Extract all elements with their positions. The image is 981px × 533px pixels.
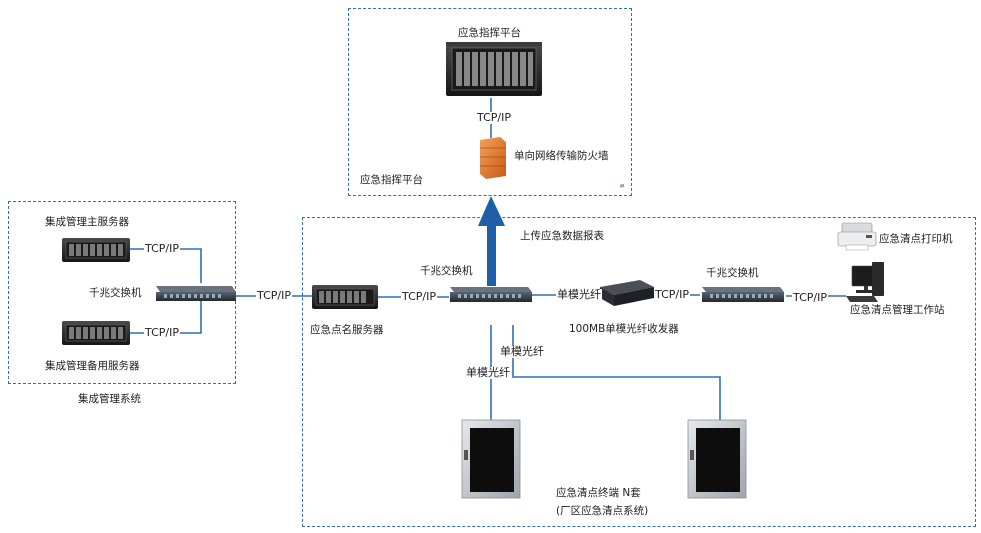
main-server-tcpip-label: TCP/IP [144, 242, 180, 255]
command-platform-box-label: 应急指挥平台 [360, 174, 423, 186]
rollcall-server-icon [312, 285, 378, 309]
transceiver-label: 100MB单模光纤收发器 [569, 323, 679, 335]
fiber-transceiver-icon [600, 183, 654, 306]
command-platform-server-icon [446, 42, 542, 96]
printer-label: 应急清点打印机 [879, 233, 953, 245]
backup-server-label: 集成管理备用服务器 [45, 360, 140, 372]
upload-arrow [478, 196, 505, 286]
upload-report-label: 上传应急数据报表 [520, 230, 604, 242]
integrated-switch-label: 千兆交换机 [89, 287, 142, 299]
command-platform-group [348, 8, 632, 196]
backup-server-tcpip-label: TCP/IP [144, 326, 180, 339]
terminal-1-icon [461, 419, 521, 499]
firewall-icon [480, 137, 506, 179]
integrated-switch-icon [156, 286, 236, 301]
platform-tcpip-label: TCP/IP [476, 111, 512, 124]
printer-icon [837, 222, 877, 251]
fiber-label-horizontal: 单模光纤 [556, 288, 602, 301]
plant-switch-right-label: 千兆交换机 [706, 267, 759, 279]
main-server-label: 集成管理主服务器 [45, 216, 129, 228]
transceiver-tcpip-label: TCP/IP [654, 288, 690, 301]
plant-system-group [302, 217, 976, 527]
terminals-label-line2: (厂区应急清点系统) [556, 505, 649, 517]
rollcall-server-label: 应急点名服务器 [310, 324, 384, 336]
plant-switch-left-icon [450, 287, 532, 302]
fiber-label-down-2: 单模光纤 [465, 366, 511, 379]
rollcall-tcpip-label: TCP/IP [401, 290, 437, 303]
command-platform-device-label: 应急指挥平台 [458, 27, 521, 39]
plant-switch-left-label: 千兆交换机 [420, 265, 473, 277]
integrated-link-tcpip-label: TCP/IP [256, 289, 292, 302]
firewall-label: 单向网络传输防火墙 [514, 150, 609, 162]
terminal-2-icon [687, 419, 747, 499]
integrated-system-box-label: 集成管理系统 [78, 393, 141, 405]
backup-server-icon [62, 321, 130, 345]
workstation-tcpip-label: TCP/IP [792, 291, 828, 304]
workstation-label: 应急清点管理工作站 [850, 304, 945, 316]
plant-switch-right-icon [702, 287, 784, 302]
workstation-icon [846, 262, 884, 302]
terminals-label-line1: 应急清点终端 N套 [556, 487, 641, 499]
main-server-icon [62, 238, 130, 262]
fiber-label-down-1: 单模光纤 [499, 345, 545, 358]
